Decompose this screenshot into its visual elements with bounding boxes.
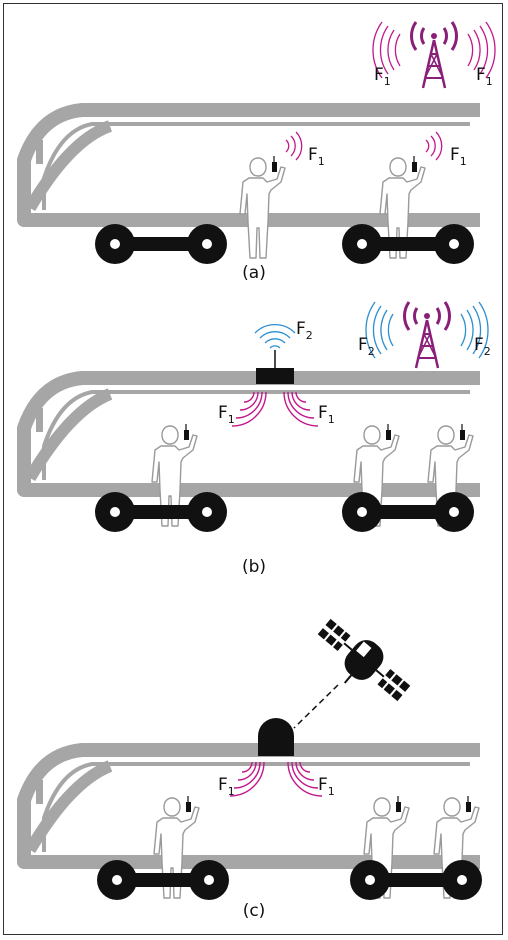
signal-waves [229,761,265,797]
tower-label-left: F2 [358,335,375,358]
cell-tower-icon [365,301,489,369]
caption-c: (c) [243,901,266,921]
tower-label-left: F1 [374,65,391,88]
satellite-dome-icon [258,718,294,756]
signal-waves [283,391,319,427]
signal-waves [285,131,303,161]
train-icon [17,103,480,227]
panel-c: F1 F1 (c) [17,618,482,921]
person-with-phone-icon [239,155,286,259]
inner-label-left: F1 [218,775,235,798]
caption-b: (b) [242,557,266,577]
tower-label-right: F1 [476,65,493,88]
figure-frame [3,3,503,935]
train-icon [17,743,480,869]
wheelset-icon [95,224,227,264]
inner-label-left: F1 [218,403,235,426]
signal-waves [231,391,267,427]
person-label-1: F1 [308,145,325,168]
relay-box-icon [254,324,296,384]
panel-b: F2 F2 F2 F1 F1 (b) [17,301,491,577]
panel-a: F1 F1 F1 F1 (a) [17,21,496,283]
signal-waves [287,761,323,797]
satellite-icon [317,618,411,702]
inner-label-right: F1 [318,775,335,798]
satellite-link [293,684,339,729]
train-icon [17,371,480,497]
signal-waves [425,131,443,161]
caption-a: (a) [242,263,266,283]
relay-label: F2 [296,319,313,342]
inner-label-right: F1 [318,403,335,426]
person-label-2: F1 [450,145,467,168]
wheelset-icon [342,492,474,532]
tower-label-right: F2 [474,335,491,358]
